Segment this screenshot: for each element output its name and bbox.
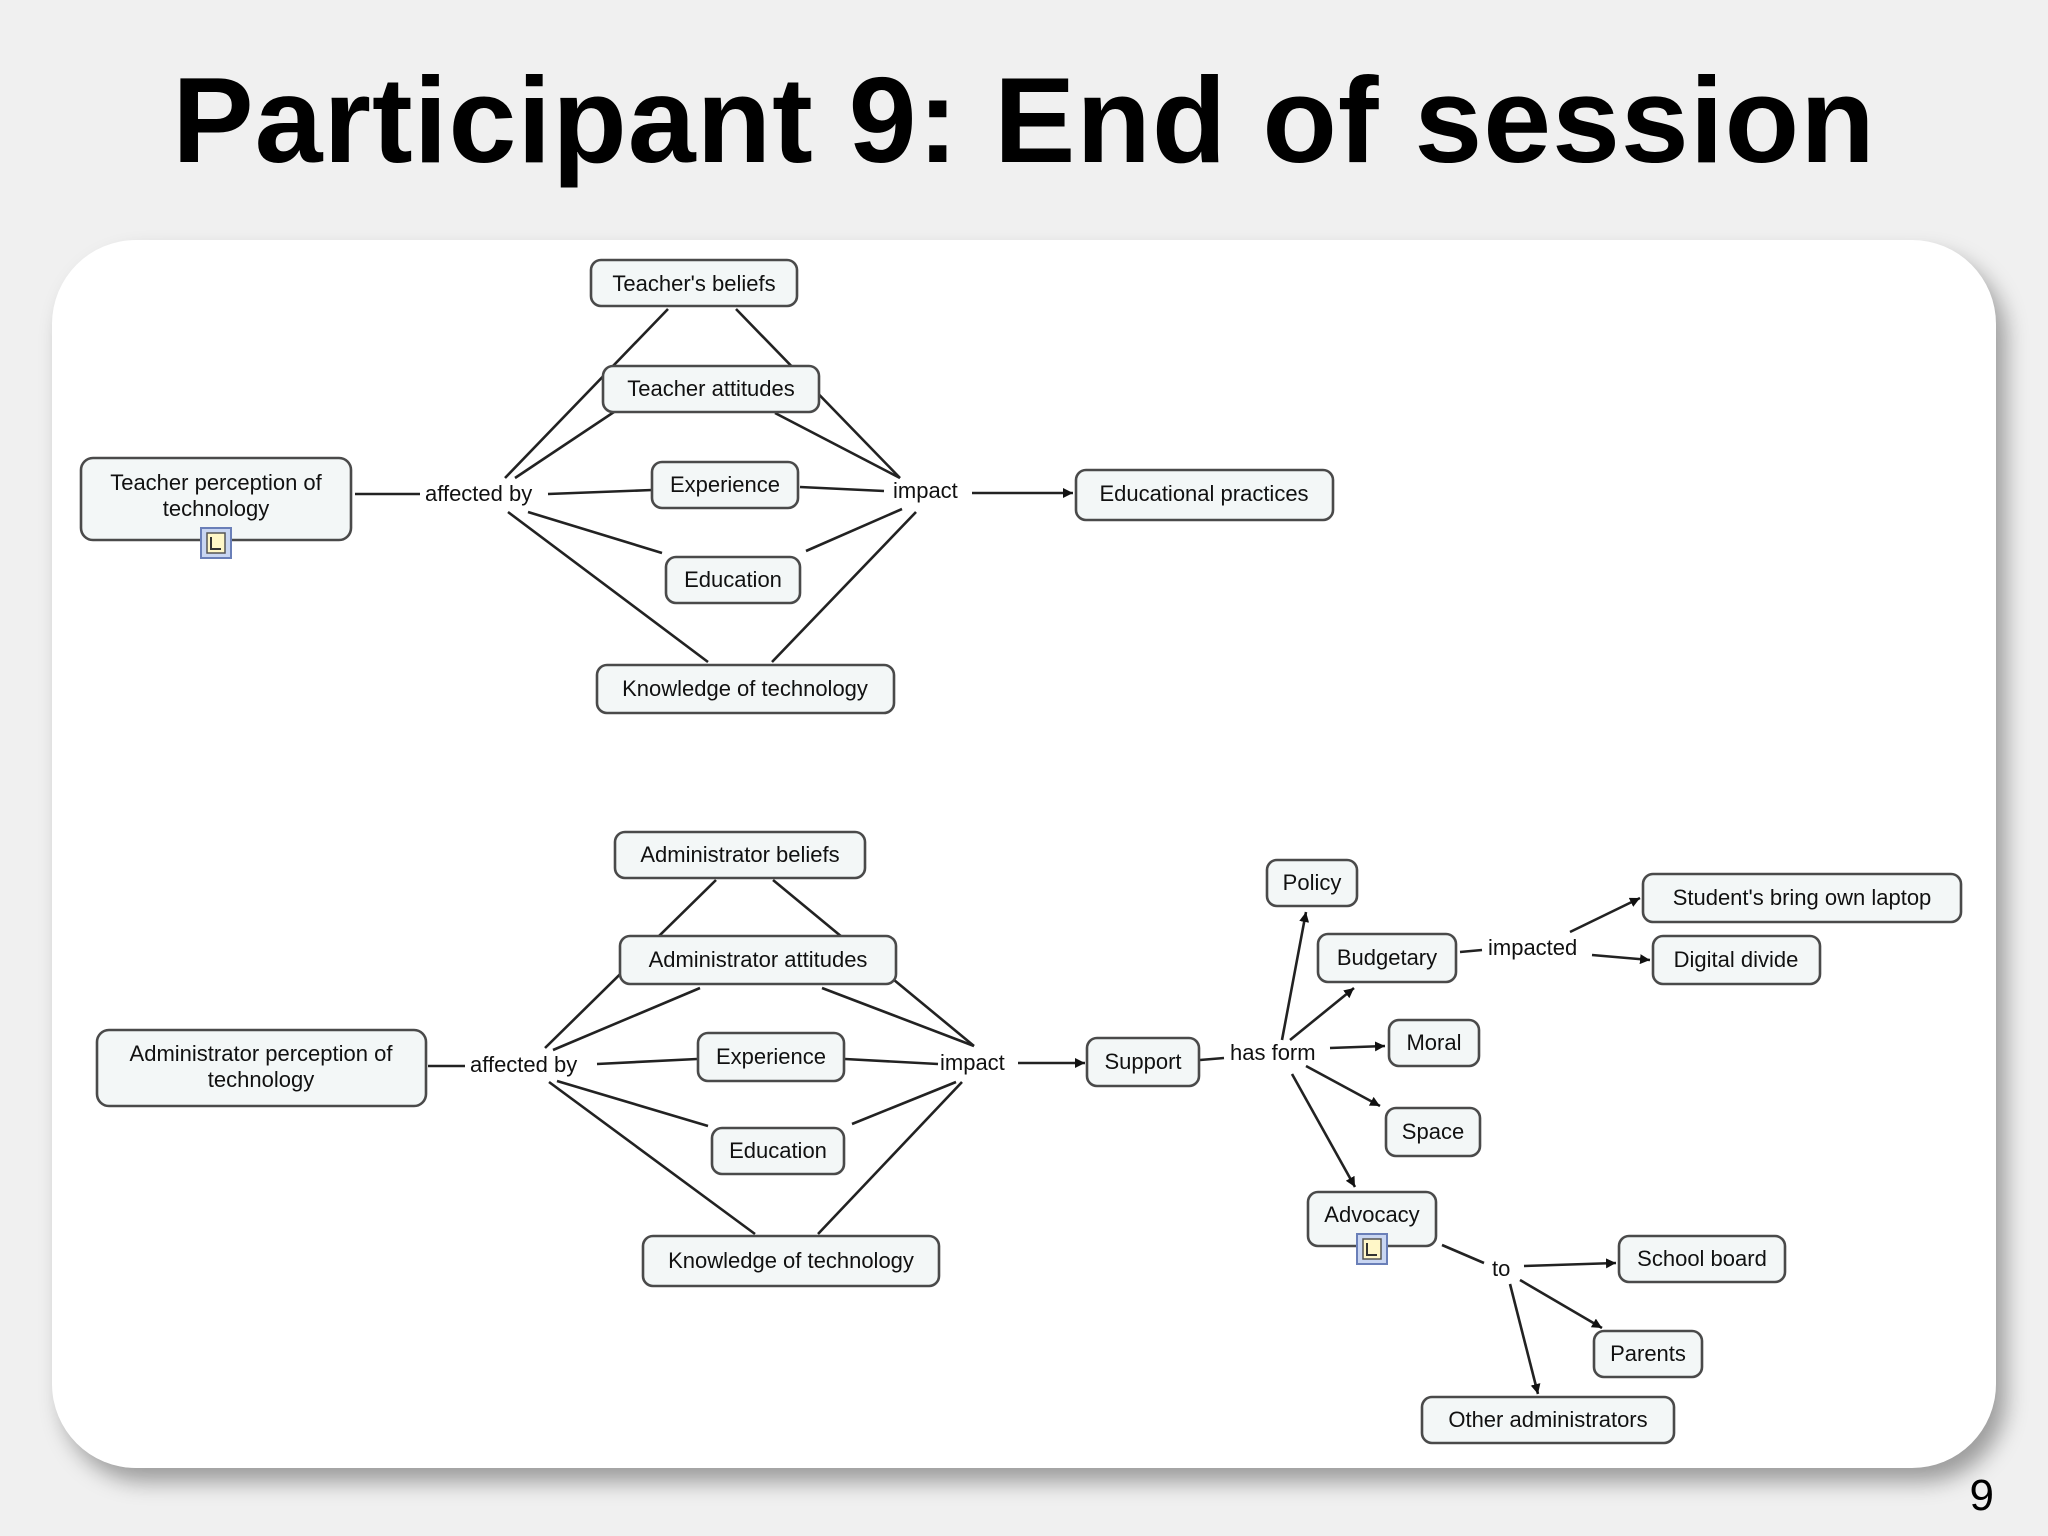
svg-text:Administrator perception of: Administrator perception of [130,1041,394,1066]
node-parents[interactable]: Parents [1592,1329,1704,1379]
link-label-impacted: impacted [1488,935,1577,960]
svg-text:Knowledge of technology: Knowledge of technology [668,1248,914,1273]
node-space[interactable]: Space [1384,1106,1482,1158]
node-moral[interactable]: Moral [1387,1018,1481,1068]
node-students-laptop[interactable]: Student's bring own laptop [1641,872,1963,924]
svg-text:Moral: Moral [1406,1030,1461,1055]
svg-text:Educational practices: Educational practices [1099,481,1308,506]
node-teacher-perception[interactable]: Teacher perception of technology [79,456,353,542]
link-label-impact: impact [940,1050,1005,1075]
svg-text:Experience: Experience [716,1044,826,1069]
svg-text:Knowledge of technology: Knowledge of technology [622,676,868,701]
node-admin-education[interactable]: Education [710,1126,846,1176]
svg-text:technology: technology [208,1067,314,1092]
node-teachers-beliefs[interactable]: Teacher's beliefs [589,258,799,308]
svg-text:Digital divide: Digital divide [1674,947,1799,972]
slide-number: 9 [1969,1471,1994,1520]
node-support[interactable]: Support [1085,1036,1201,1088]
svg-text:Other administrators: Other administrators [1448,1407,1647,1432]
node-school-board[interactable]: School board [1617,1234,1787,1284]
attachment-icon[interactable] [200,527,232,559]
node-teacher-experience[interactable]: Experience [650,460,800,510]
slide-title: Participant 9: End of session [172,52,1876,188]
svg-text:Teacher perception of: Teacher perception of [110,470,322,495]
node-admin-experience[interactable]: Experience [696,1031,846,1083]
svg-text:Support: Support [1104,1049,1181,1074]
node-other-administrators[interactable]: Other administrators [1420,1395,1676,1445]
node-educational-practices[interactable]: Educational practices [1074,468,1335,522]
svg-text:Student's bring own laptop: Student's bring own laptop [1673,885,1932,910]
svg-text:Teacher's beliefs: Teacher's beliefs [612,271,775,296]
svg-text:School board: School board [1637,1246,1767,1271]
node-admin-knowledge[interactable]: Knowledge of technology [641,1234,941,1288]
link-label-has-form: has form [1230,1040,1316,1065]
node-budgetary[interactable]: Budgetary [1316,932,1458,984]
svg-text:Experience: Experience [670,472,780,497]
svg-text:Parents: Parents [1610,1341,1686,1366]
node-teacher-attitudes[interactable]: Teacher attitudes [601,364,821,414]
svg-text:Education: Education [729,1138,827,1163]
svg-text:Administrator attitudes: Administrator attitudes [649,947,868,972]
svg-text:Space: Space [1402,1119,1464,1144]
svg-text:Teacher attitudes: Teacher attitudes [627,376,795,401]
svg-text:Advocacy: Advocacy [1324,1202,1419,1227]
link-label-affected-by: affected by [425,481,532,506]
link-label-to: to [1492,1256,1510,1281]
svg-text:Policy: Policy [1283,870,1342,895]
node-admin-beliefs[interactable]: Administrator beliefs [613,830,867,880]
node-policy[interactable]: Policy [1265,858,1359,908]
svg-text:Education: Education [684,567,782,592]
node-digital-divide[interactable]: Digital divide [1651,934,1822,986]
svg-text:technology: technology [163,496,269,521]
node-admin-attitudes[interactable]: Administrator attitudes [618,934,898,986]
svg-text:Budgetary: Budgetary [1337,945,1437,970]
node-admin-perception[interactable]: Administrator perception of technology [95,1028,428,1108]
node-teacher-knowledge[interactable]: Knowledge of technology [595,663,896,715]
attachment-icon[interactable] [1356,1233,1388,1265]
svg-text:Administrator beliefs: Administrator beliefs [640,842,839,867]
node-teacher-education[interactable]: Education [664,555,802,605]
link-label-impact: impact [893,478,958,503]
link-label-affected-by: affected by [470,1052,577,1077]
